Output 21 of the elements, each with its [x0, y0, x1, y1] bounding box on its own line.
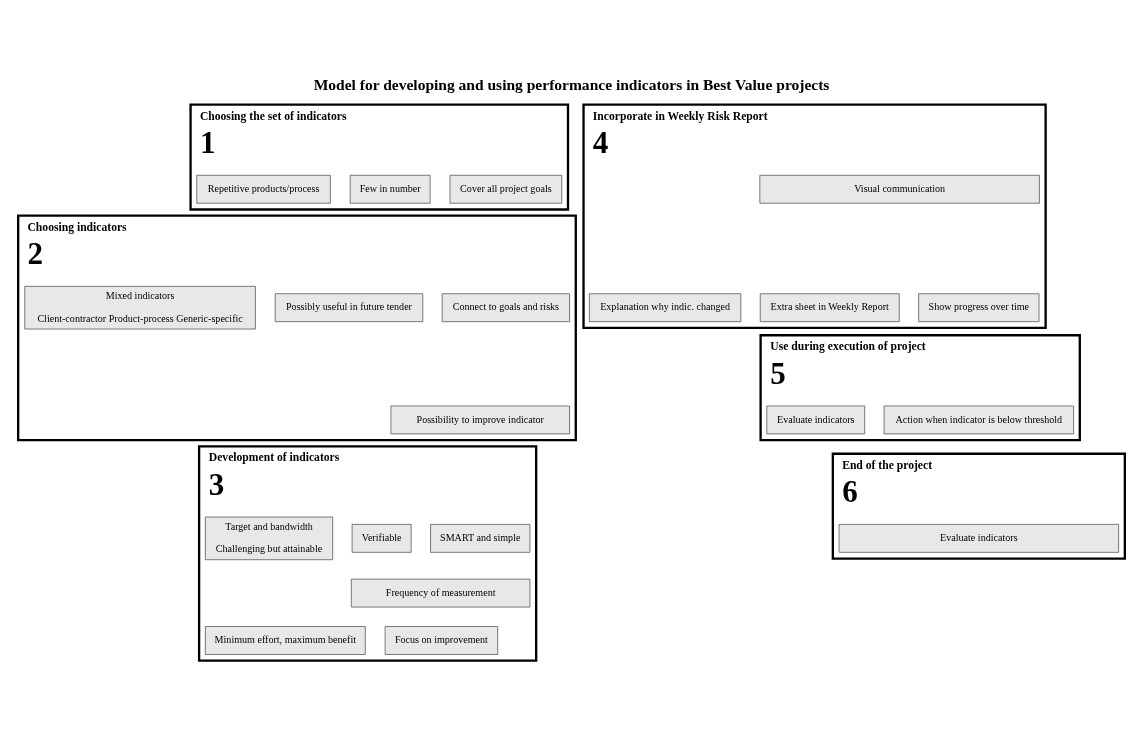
node-box: Extra sheet in Weekly Report: [759, 293, 900, 323]
node-box: Cover all project goals: [449, 174, 563, 204]
node-box: Target and bandwidth Challenging but attainable: [204, 516, 334, 561]
diagram-title: Model for developing and using performance indicators in Best Value projects: [313, 75, 830, 93]
node-box: Minimum effort, maximum benefit: [204, 626, 366, 655]
node-box: Possibly useful in future tender: [274, 293, 424, 323]
node-box: Verifiable: [351, 524, 412, 553]
node-box: Explanation why indic. changed: [588, 293, 742, 323]
node-box: Visual communication: [759, 174, 1040, 204]
node-box: Repetitive products/process: [196, 174, 331, 204]
node-box: Frequency of measurement: [350, 578, 531, 608]
node-box: Evaluate indicators: [838, 524, 1120, 553]
node-box: Action when indicator is below threshold: [883, 405, 1074, 435]
node-box: Possibility to improve indicator: [390, 405, 570, 435]
node-box: Show progress over time: [918, 293, 1040, 323]
node-box: Evaluate indicators: [766, 405, 866, 435]
node-box: Connect to goals and risks: [441, 293, 570, 323]
node-box: SMART and simple: [430, 524, 531, 553]
node-box: Focus on improvement: [384, 626, 499, 655]
node-box: Mixed indicators Client-contractor Product-process Generic-specific: [24, 285, 256, 330]
node-box: Few in number: [349, 174, 431, 204]
